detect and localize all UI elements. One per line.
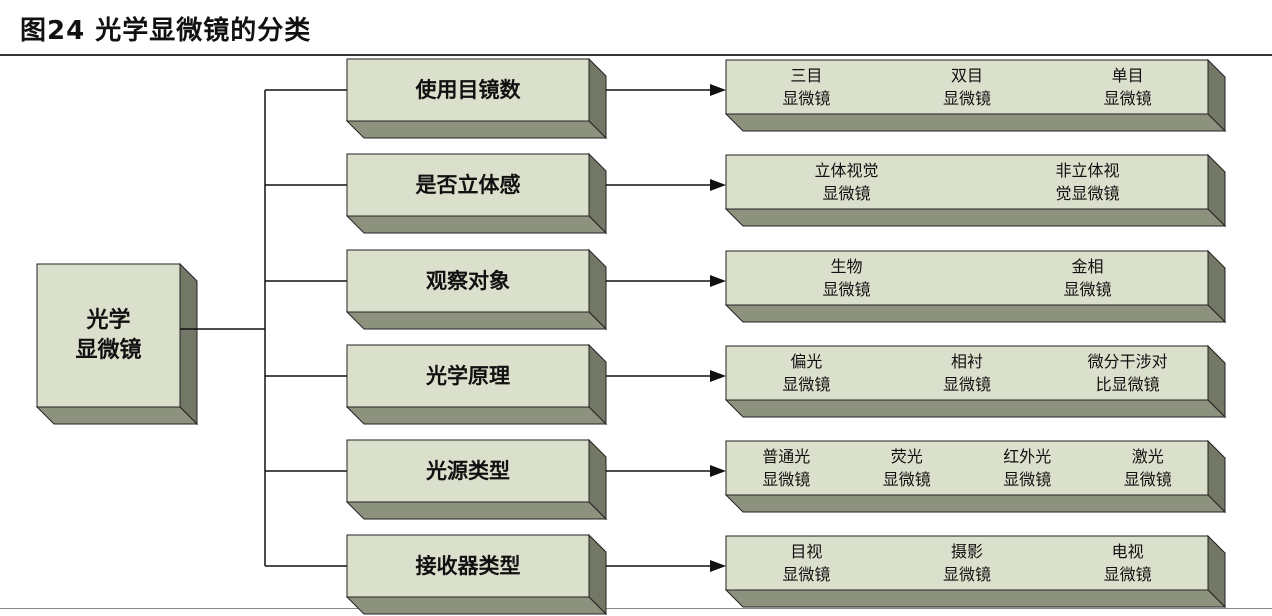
result-box-4-front — [725, 440, 1209, 496]
arrow-4-head — [710, 465, 726, 477]
result-box-0-bottom — [724, 113, 1227, 132]
result-box-0-front — [725, 59, 1209, 115]
result-box-4-bottom — [724, 494, 1227, 513]
category-label: 接收器类型 — [415, 554, 521, 578]
microscope-type-item: 相衬 显微镜 — [942, 352, 991, 394]
microscope-type-item: 金相 显微镜 — [1063, 257, 1112, 299]
microscope-type-item: 非立体视 觉显微镜 — [1055, 161, 1120, 203]
category-box-3-bottom — [345, 406, 608, 425]
category-label: 光源类型 — [426, 459, 510, 483]
microscope-type-item: 摄影 显微镜 — [942, 542, 991, 584]
microscope-type-item: 普通光 显微镜 — [762, 447, 811, 489]
microscope-type-item: 红外光 显微镜 — [1003, 447, 1052, 489]
result-box-5-front — [725, 535, 1209, 591]
category-box-1-front — [346, 153, 590, 217]
root-box-side — [179, 262, 198, 426]
category-box-0-bottom — [345, 120, 608, 139]
arrow-3-head — [710, 370, 726, 382]
microscope-type-item: 电视 显微镜 — [1103, 542, 1152, 584]
page-title: 图24 光学显微镜的分类 — [20, 16, 312, 46]
category-box-3-front — [346, 344, 590, 408]
microscope-type-item: 单目 显微镜 — [1103, 66, 1152, 108]
arrow-0-head — [710, 84, 726, 96]
result-box-1-front — [725, 154, 1209, 210]
category-box-4-bottom — [345, 501, 608, 520]
title-divider — [0, 54, 1272, 56]
category-label: 是否立体感 — [415, 173, 521, 197]
category-label: 观察对象 — [426, 269, 510, 293]
category-box-5-bottom — [345, 596, 608, 615]
result-box-3-front — [725, 345, 1209, 401]
microscope-type-item: 立体视觉 显微镜 — [814, 161, 879, 203]
category-label: 光学原理 — [426, 364, 510, 388]
microscope-type-item: 偏光 显微镜 — [782, 352, 831, 394]
category-box-2-front — [346, 249, 590, 313]
root-label: 光学 显微镜 — [75, 307, 142, 363]
result-box-3-bottom — [724, 399, 1227, 418]
result-box-2-front — [725, 250, 1209, 306]
root-box-front — [36, 263, 181, 408]
category-box-0-front — [346, 58, 590, 122]
root-box-bottom — [35, 406, 199, 425]
microscope-type-item: 目视 显微镜 — [782, 542, 831, 584]
category-box-1-bottom — [345, 215, 608, 234]
category-box-5-front — [346, 534, 590, 598]
result-box-2-bottom — [724, 304, 1227, 323]
bottom-divider — [0, 608, 1272, 609]
microscope-type-item: 荧光 显微镜 — [882, 447, 931, 489]
category-label: 使用目镜数 — [415, 78, 521, 102]
arrow-5-head — [710, 560, 726, 572]
result-box-1-bottom — [724, 208, 1227, 227]
microscope-type-item: 激光 显微镜 — [1123, 447, 1172, 489]
arrow-1-head — [710, 179, 726, 191]
arrow-2-head — [710, 275, 726, 287]
category-box-4-front — [346, 439, 590, 503]
category-box-2-bottom — [345, 311, 608, 330]
microscope-type-item: 双目 显微镜 — [942, 66, 991, 108]
result-box-5-bottom — [724, 589, 1227, 608]
microscope-type-item: 三目 显微镜 — [782, 66, 831, 108]
microscope-type-item: 生物 显微镜 — [822, 257, 871, 299]
microscope-type-item: 微分干涉对 比显微镜 — [1087, 352, 1168, 394]
